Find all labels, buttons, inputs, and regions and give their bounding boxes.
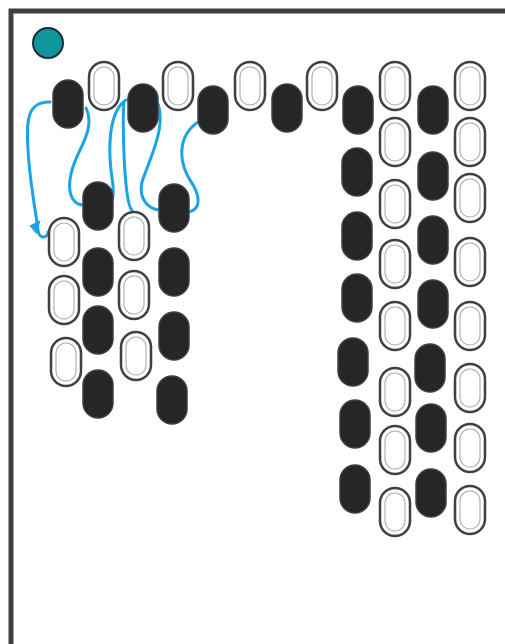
start-marker-icon [33, 28, 63, 58]
dark-bead [340, 465, 370, 513]
dark-bead [340, 400, 370, 448]
dark-bead [416, 404, 446, 452]
dark-bead [418, 86, 448, 134]
dark-bead [83, 248, 113, 296]
dark-bead [272, 84, 302, 132]
dark-bead [157, 376, 187, 424]
dark-bead [198, 86, 228, 134]
dark-bead [342, 212, 372, 260]
dark-bead [53, 80, 83, 128]
dark-bead [338, 338, 368, 386]
dark-bead [416, 469, 446, 517]
dark-bead [418, 280, 448, 328]
dark-bead [342, 148, 372, 196]
dark-bead [159, 248, 189, 296]
dark-bead [83, 182, 113, 230]
dark-bead [83, 370, 113, 418]
dark-bead [128, 84, 158, 132]
dark-bead [159, 184, 189, 232]
dark-bead [418, 216, 448, 264]
dark-bead [159, 312, 189, 360]
dark-bead [415, 344, 445, 392]
dark-bead [343, 86, 373, 134]
dark-bead [83, 306, 113, 354]
dark-bead [418, 152, 448, 200]
dark-bead [342, 274, 372, 322]
